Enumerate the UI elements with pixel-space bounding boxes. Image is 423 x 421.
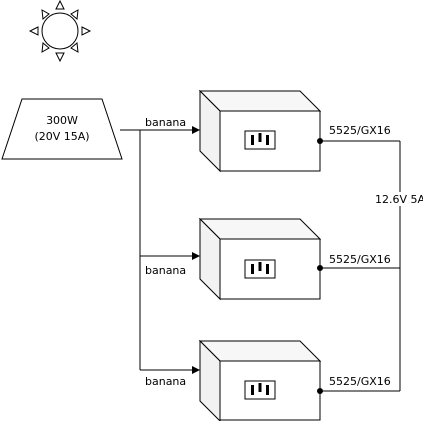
- bus-label: 12.6V 5A: [375, 193, 423, 206]
- bus-label-bg: [376, 192, 423, 206]
- outlet-icon: [244, 380, 276, 400]
- output-bus: [317, 138, 401, 394]
- input-wiring: [120, 126, 200, 374]
- connector-dot: [317, 265, 323, 271]
- sun-icon: [28, 0, 92, 63]
- battery-unit-3: [198, 339, 322, 421]
- output-label-1: 5525/GX16: [329, 124, 391, 137]
- output-label-3: 5525/GX16: [329, 375, 391, 388]
- input-label-1: banana: [145, 116, 186, 129]
- battery-unit-1: [198, 89, 322, 173]
- panel-power-label: 300W: [46, 114, 78, 127]
- connector-dot: [317, 388, 323, 394]
- battery-unit-2: [198, 217, 322, 301]
- input-label-2: banana: [145, 264, 186, 277]
- outlet-icon: [244, 130, 276, 150]
- connector-dot: [317, 138, 323, 144]
- solar-panel: 300W (20V 15A): [1, 98, 123, 160]
- outlet-icon: [244, 259, 276, 279]
- output-label-2: 5525/GX16: [329, 253, 391, 266]
- panel-rating-label: (20V 15A): [34, 130, 89, 143]
- input-label-3: banana: [145, 375, 186, 388]
